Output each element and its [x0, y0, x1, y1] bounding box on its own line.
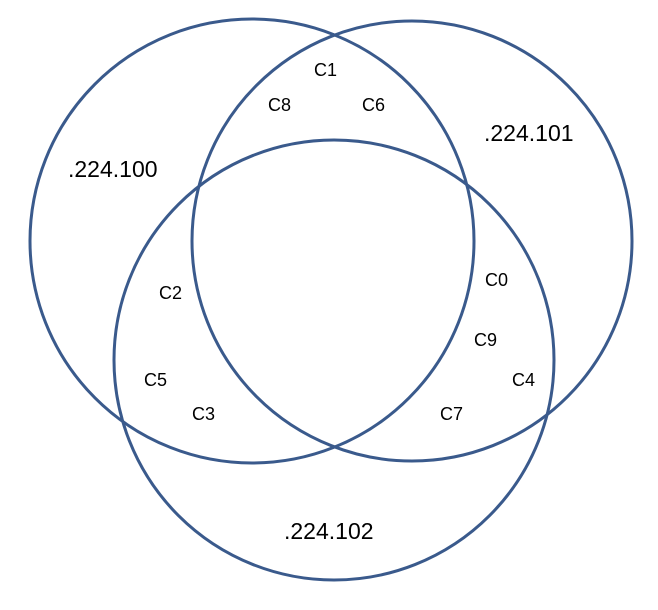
member-c7: C7: [440, 404, 463, 424]
set-label-224-100: .224.100: [68, 156, 158, 182]
set-label-224-102: .224.102: [284, 518, 374, 544]
member-c6: C6: [362, 95, 385, 115]
member-c0: C0: [485, 270, 508, 290]
member-c2: C2: [159, 283, 182, 303]
set-label-224-101: .224.101: [484, 120, 574, 146]
set-circle-224-100: [28, 17, 476, 465]
member-c5: C5: [144, 370, 167, 390]
set-circle-224-101: [190, 19, 634, 463]
member-c1: C1: [314, 60, 337, 80]
member-c4: C4: [512, 370, 535, 390]
member-c8: C8: [268, 95, 291, 115]
set-circle-224-102: [112, 138, 556, 582]
member-c9: C9: [474, 330, 497, 350]
member-c3: C3: [192, 404, 215, 424]
